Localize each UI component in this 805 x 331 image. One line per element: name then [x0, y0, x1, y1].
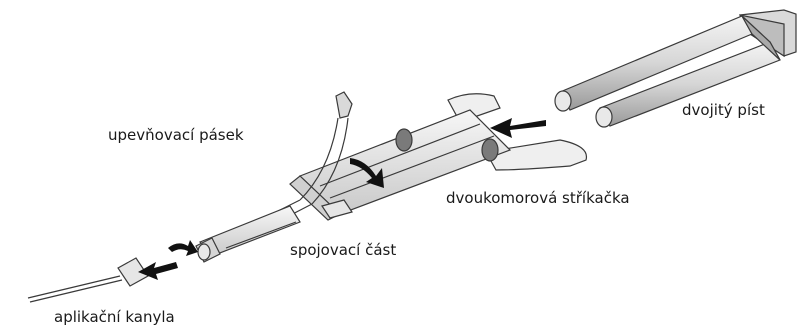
- application-cannula: [28, 258, 148, 302]
- connecting-part: [196, 206, 300, 262]
- label-double-piston: dvojitý píst: [682, 103, 765, 118]
- insert-arrow: [490, 118, 546, 138]
- connector-arrow: [168, 240, 198, 256]
- label-application-cannula: aplikační kanyla: [54, 310, 175, 325]
- label-connecting-part: spojovací část: [290, 243, 396, 258]
- label-dual-chamber-syringe: dvoukomorová stříkačka: [446, 191, 630, 206]
- label-fixing-strap: upevňovací pásek: [108, 128, 244, 143]
